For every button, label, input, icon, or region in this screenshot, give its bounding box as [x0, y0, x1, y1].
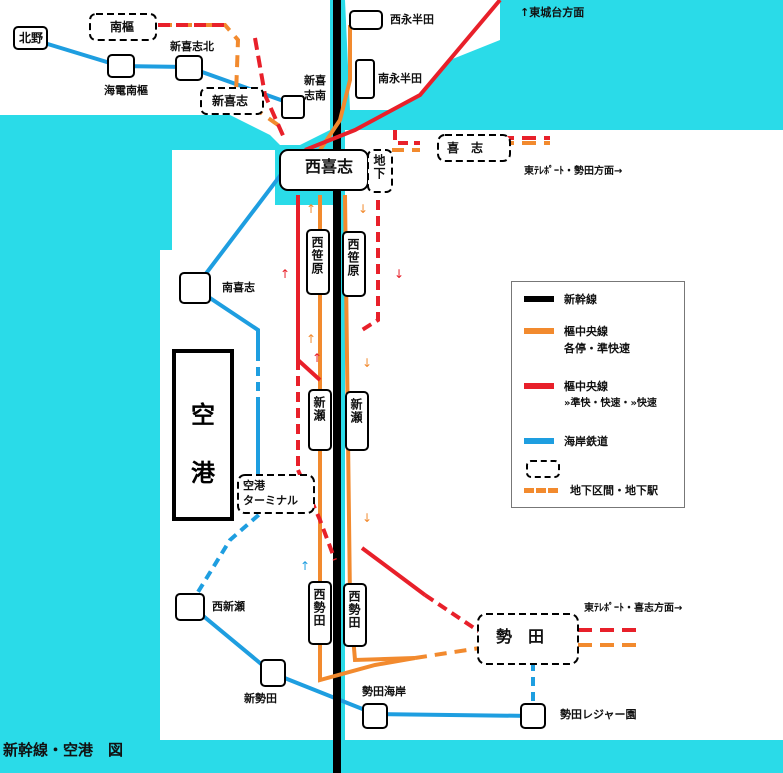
legend-local-label-2: 各停・準快速 [564, 342, 630, 355]
station-box-nishisasahara-w[interactable] [306, 229, 330, 295]
station-box-shinse-w[interactable] [308, 389, 332, 451]
station-box-nishi-seta-w[interactable] [308, 581, 332, 645]
station-box-seta-leisure[interactable] [520, 703, 546, 729]
arrow-down-orange-1: ↓ [358, 202, 368, 216]
station-box-kaiden-nanou[interactable] [107, 54, 135, 78]
station-box-nishi-shinse[interactable] [175, 593, 205, 621]
legend-local-label-1: 樞中央線 [564, 325, 608, 338]
station-box-minami-nagahanda[interactable] [355, 59, 375, 99]
label-kaiden-nanou: 海電南樞 [104, 84, 148, 97]
airport-char-2: 港 [191, 459, 215, 487]
label-airport-terminal: 空港 ターミナル [243, 479, 298, 507]
station-box-nishi-seta-e[interactable] [343, 583, 367, 647]
map-title: 新幹線・空港 図 [3, 741, 124, 759]
arrow-down-red-1: ↓ [394, 267, 404, 281]
direction-east-teleport-kishi: 東ﾃﾚﾎﾟｰﾄ・喜志方面→ [584, 603, 683, 614]
rapid-line [158, 0, 640, 634]
legend-underground-label: 地下区間・地下駅 [570, 484, 658, 497]
arrow-up-orange-1: ↑ [306, 202, 316, 216]
legend-underground-box [526, 460, 560, 478]
label-seta-leisure: 勢田レジャー園 [560, 708, 637, 721]
label-shin-seta: 新勢田 [244, 692, 277, 705]
legend-underground-swatch [524, 488, 558, 493]
station-box-minami-kishi[interactable] [179, 272, 211, 304]
label-nishikishi: 西喜志 [305, 157, 354, 176]
legend: 新幹線 樞中央線 各停・準快速 樞中央線 »準快・快速・»快速 海岸鉄道 地下区… [511, 281, 685, 508]
arrow-up-red-2: ↑ [312, 351, 322, 365]
station-box-seta-kaigan[interactable] [362, 703, 388, 729]
station-box-kitano[interactable] [13, 26, 48, 50]
land-north [0, 0, 330, 145]
label-minami-nagahanda: 南永半田 [378, 72, 422, 85]
label-seta-kaigan: 勢田海岸 [362, 685, 406, 698]
label-nishisasahara-e: 西笹原 [346, 238, 360, 277]
station-box-nishisasahara-e[interactable] [342, 231, 366, 297]
arrow-down-orange-3: ↓ [362, 511, 372, 525]
label-minami-kishi: 南喜志 [222, 281, 255, 294]
arrow-up-orange-2: ↑ [306, 332, 316, 346]
airport-char-1: 空 [191, 401, 215, 429]
label-chika: 地下 [372, 154, 386, 180]
legend-rapid-label-1: 樞中央線 [564, 380, 608, 393]
legend-local-swatch [524, 328, 554, 334]
station-box-nishi-nagahanda[interactable] [349, 10, 383, 30]
direction-higashi-shirodai: ↑東城台方面 [520, 6, 585, 19]
label-nishi-nagahanda: 西永半田 [390, 13, 434, 26]
direction-east-teleport-seta: 東ﾃﾚﾎﾟｰﾄ・勢田方面→ [524, 166, 623, 177]
station-box-kishi[interactable] [437, 134, 511, 162]
station-box-shin-seta[interactable] [260, 659, 286, 687]
legend-coastal-swatch [524, 438, 554, 444]
label-kishi: 喜 志 [447, 141, 484, 155]
station-boxes [13, 10, 579, 729]
station-box-shinse-e[interactable] [345, 391, 369, 451]
station-box-shinkishi-kita[interactable] [175, 55, 203, 81]
legend-shinkansen-swatch [524, 296, 554, 302]
station-box-seta[interactable] [477, 613, 579, 665]
arrow-down-orange-2: ↓ [362, 356, 372, 370]
label-seta: 勢 田 [496, 627, 545, 646]
legend-rapid-label-2: »準快・快速・»快速 [564, 398, 657, 409]
label-shinkishi-minami: 新喜志南 [304, 74, 326, 102]
land-northeast [345, 0, 500, 110]
direction-arrows: ↑ ↓ ↑ ↓ ↑ ↓ ↑ ↓ ↑ [280, 202, 404, 573]
station-box-shinkishi-minami[interactable] [281, 95, 305, 119]
arrow-up-red-1: ↑ [280, 267, 290, 281]
label-nishi-seta-w: 西勢田 [312, 588, 326, 627]
label-nanou: 南樞 [110, 20, 135, 34]
legend-coastal-label: 海岸鉄道 [564, 435, 608, 448]
label-nishisasahara-w: 西笹原 [310, 236, 324, 275]
label-shinse-e: 新瀬 [349, 398, 363, 424]
arrow-up-blue-1: ↑ [300, 559, 310, 573]
legend-shinkansen-label: 新幹線 [564, 293, 597, 306]
station-box-shinkishi[interactable] [200, 87, 264, 115]
station-box-nanou[interactable] [89, 13, 157, 41]
label-nishi-seta-e: 西勢田 [347, 590, 361, 629]
label-kitano: 北野 [19, 31, 44, 45]
label-shinkishi: 新喜志 [212, 94, 249, 108]
label-nishi-shinse: 西新瀬 [212, 600, 245, 613]
station-box-chika[interactable] [367, 149, 393, 193]
legend-rapid-swatch [524, 383, 554, 389]
station-box-airport-terminal[interactable] [237, 474, 315, 514]
airport-block: 空 港 [172, 349, 234, 521]
label-shinse-w: 新瀬 [312, 396, 326, 422]
label-shinkishi-kita: 新喜志北 [170, 40, 214, 53]
